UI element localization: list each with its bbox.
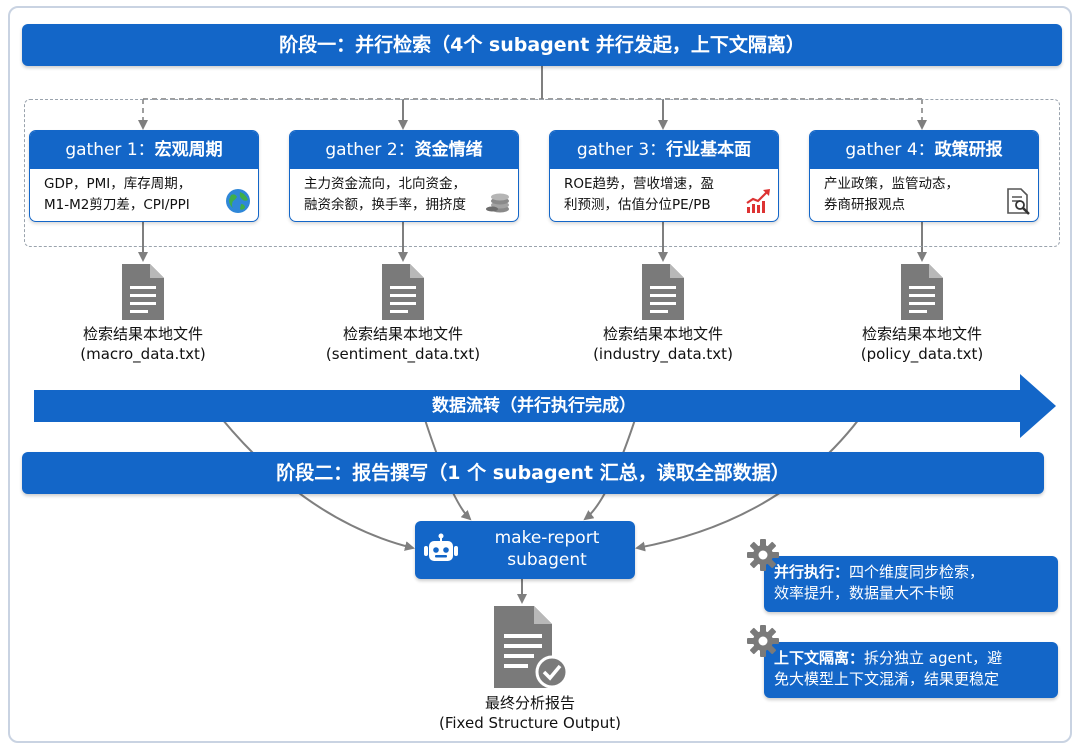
note-text: 免大模型上下文混淆，结果更稳定 — [774, 670, 1000, 688]
diagram-frame — [8, 6, 1072, 743]
gather-detail-line: 融资余额，换手率，拥挤度 — [304, 197, 466, 213]
make-report-node: make-report subagent — [415, 521, 635, 579]
gather-card-body: GDP，PMI，库存周期， M1-M2剪刀差，CPI/PPI — [30, 169, 258, 221]
file-icon — [382, 264, 424, 320]
gather-title: 资金情绪 — [414, 140, 483, 160]
gather-card-header: gather 2：资金情绪 — [290, 131, 518, 169]
stage-2-label: 阶段二：报告撰写（1 个 subagent 汇总，读取全部数据） — [276, 462, 790, 484]
note-parallel-execution: 并行执行：四个维度同步检索， 效率提升，数据量大不卡顿 — [764, 556, 1058, 612]
make-report-subtitle: subagent — [507, 550, 587, 570]
coins-icon — [486, 193, 509, 213]
gather-card-body: 主力资金流向，北向资金， 融资余额，换手率，拥挤度 — [290, 169, 518, 221]
gather-card-header: gather 1：宏观周期 — [30, 131, 258, 169]
file-name: (sentiment_data.txt) — [325, 345, 481, 363]
robot-icon — [424, 533, 458, 561]
gather-detail-line: 产业政策，监管动态， — [824, 176, 959, 192]
gather-detail-line: GDP，PMI，库存周期， — [44, 176, 192, 192]
gather-card-body: ROE趋势，营收增速，盈 利预测，估值分位PE/PB — [550, 169, 778, 221]
gather-prefix: gather 4： — [845, 140, 935, 160]
make-report-label: make-report subagent — [465, 527, 629, 571]
final-report-title: 最终分析报告 — [484, 694, 575, 712]
file-caption: 检索结果本地文件 — [861, 325, 982, 343]
gather-title: 宏观周期 — [154, 140, 223, 160]
stage-1-banner: 阶段一：并行检索（4个 subagent 并行发起，上下文隔离） — [22, 24, 1062, 66]
gather-detail-line: 利预测，估值分位PE/PB — [564, 197, 711, 213]
data-flow-label: 数据流转（并行执行完成） — [432, 396, 636, 416]
final-report-subtitle: (Fixed Structure Output) — [439, 714, 621, 732]
gather-card-2: gather 2：资金情绪 主力资金流向，北向资金， 融资余额，换手率，拥挤度 — [289, 130, 519, 222]
file-label-policy: 检索结果本地文件 (policy_data.txt) — [812, 324, 1032, 364]
gather-title: 行业基本面 — [666, 140, 752, 160]
final-report-label: 最终分析报告 (Fixed Structure Output) — [410, 693, 650, 733]
gather-card-header: gather 4：政策研报 — [810, 131, 1038, 169]
globe-icon — [226, 189, 250, 213]
file-caption: 检索结果本地文件 — [342, 325, 463, 343]
stage-1-label: 阶段一：并行检索（4个 subagent 并行发起，上下文隔离） — [279, 34, 805, 56]
data-flow-arrow — [34, 374, 1056, 438]
gather-card-header: gather 3：行业基本面 — [550, 131, 778, 169]
gather-prefix: gather 2： — [325, 140, 415, 160]
gather-detail-line: M1-M2剪刀差，CPI/PPI — [44, 197, 190, 213]
file-caption: 检索结果本地文件 — [82, 325, 203, 343]
file-caption: 检索结果本地文件 — [602, 325, 723, 343]
parallel-gather-group — [24, 99, 1060, 247]
file-name: (industry_data.txt) — [593, 345, 733, 363]
note-line: 上下文隔离：拆分独立 agent，避 — [774, 648, 1048, 669]
file-icon — [901, 264, 943, 320]
gather-card-body: 产业政策，监管动态， 券商研报观点 — [810, 169, 1038, 221]
file-name: (macro_data.txt) — [80, 345, 206, 363]
trend-chart-icon — [746, 189, 770, 213]
gather-detail-line: 主力资金流向，北向资金， — [304, 176, 466, 192]
file-label-macro: 检索结果本地文件 (macro_data.txt) — [33, 324, 253, 364]
file-label-industry: 检索结果本地文件 (industry_data.txt) — [553, 324, 773, 364]
gather-prefix: gather 1： — [65, 140, 155, 160]
file-label-sentiment: 检索结果本地文件 (sentiment_data.txt) — [293, 324, 513, 364]
gather-card-3: gather 3：行业基本面 ROE趋势，营收增速，盈 利预测，估值分位PE/P… — [549, 130, 779, 222]
make-report-title: make-report — [494, 528, 600, 548]
note-text: 四个维度同步检索， — [849, 563, 985, 581]
file-icon — [122, 264, 164, 320]
file-icon — [642, 264, 684, 320]
gather-detail-line: 券商研报观点 — [824, 197, 905, 213]
gather-prefix: gather 3： — [576, 140, 667, 160]
note-title: 并行执行： — [774, 563, 850, 581]
gather-detail-line: ROE趋势，营收增速，盈 — [564, 176, 715, 192]
note-title: 上下文隔离： — [774, 649, 865, 667]
file-name: (policy_data.txt) — [860, 345, 984, 363]
note-line: 并行执行：四个维度同步检索， — [774, 562, 1048, 583]
stage-2-banner: 阶段二：报告撰写（1 个 subagent 汇总，读取全部数据） — [22, 452, 1044, 494]
gather-title: 政策研报 — [934, 140, 1003, 160]
document-check-icon — [494, 606, 569, 689]
gear-icon — [747, 539, 779, 571]
gather-card-1: gather 1：宏观周期 GDP，PMI，库存周期， M1-M2剪刀差，CPI… — [29, 130, 259, 222]
note-text: 拆分独立 agent，避 — [864, 649, 1003, 667]
note-context-isolation: 上下文隔离：拆分独立 agent，避 免大模型上下文混淆，结果更稳定 — [764, 642, 1058, 698]
note-text: 效率提升，数据量大不卡顿 — [774, 584, 955, 602]
gather-card-4: gather 4：政策研报 产业政策，监管动态， 券商研报观点 — [809, 130, 1039, 222]
document-search-icon — [1007, 188, 1030, 215]
gear-icon — [747, 625, 779, 657]
